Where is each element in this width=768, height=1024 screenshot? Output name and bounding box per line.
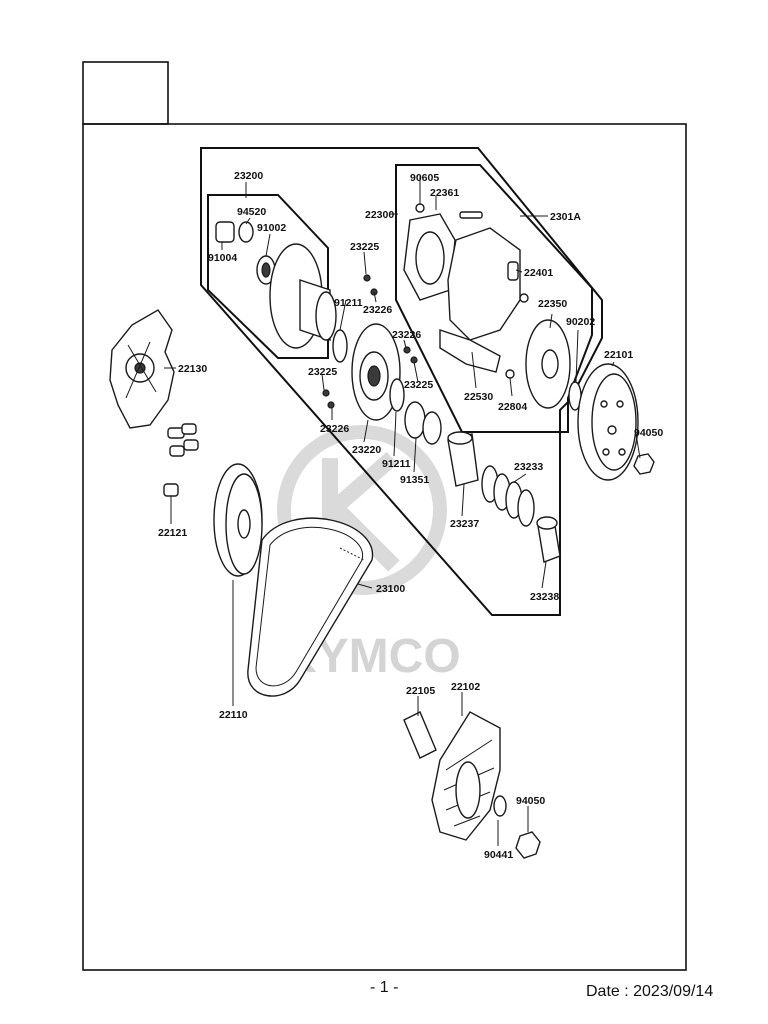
part-94050-lower-nut-drawing: [515, 831, 541, 859]
label-22350: 22350: [538, 298, 567, 310]
part-22102-fan-drawing: [431, 711, 501, 841]
label-90202: 90202: [566, 316, 595, 328]
label-23220: 23220: [352, 444, 381, 456]
label-23238: 23238: [530, 591, 559, 603]
leader-lines: [164, 176, 641, 846]
label-22401: 22401: [524, 267, 553, 279]
label-23200: 23200: [234, 170, 263, 182]
part-23220-drawing: [351, 323, 401, 421]
label-23225-a: 23225: [350, 241, 379, 253]
part-23238-drawing: [536, 516, 561, 563]
label-22804: 22804: [498, 401, 527, 413]
label-91351: 91351: [400, 474, 429, 486]
part-22130-drawing: [109, 309, 175, 429]
label-23233: 23233: [514, 461, 543, 473]
part-22105-drawing: [403, 711, 437, 759]
label-91211-a: 91211: [334, 297, 363, 309]
part-23237-drawing: [447, 431, 479, 487]
label-22530: 22530: [464, 391, 493, 403]
label-94050-a: 94050: [634, 427, 663, 439]
label-23100: 23100: [376, 583, 405, 595]
label-91002: 91002: [257, 222, 286, 234]
part-23233-spring-drawing: [481, 465, 535, 527]
label-22130: 22130: [178, 363, 207, 375]
label-91211-b: 91211: [382, 458, 411, 470]
part-23100-belt-drawing: [247, 517, 373, 697]
label-94050-b: 94050: [516, 795, 545, 807]
label-2301A: 2301A: [550, 211, 581, 223]
page-number: - 1 -: [370, 979, 398, 996]
label-23237: 23237: [450, 518, 479, 530]
label-22110: 22110: [219, 709, 248, 721]
part-22350-drawing: [525, 319, 571, 409]
label-23225-c: 23225: [308, 366, 337, 378]
part-22110-drawing: [213, 463, 263, 577]
label-23226-c: 23226: [320, 423, 349, 435]
label-22361: 22361: [430, 187, 459, 199]
clutch-assembly-drawing: [403, 203, 529, 379]
label-23225-b: 23225: [404, 379, 433, 391]
label-90441: 90441: [484, 849, 513, 861]
seals-drawing: [389, 378, 442, 445]
part-22101-drawing: [577, 363, 639, 481]
label-94520: 94520: [237, 206, 266, 218]
small-parts-drawing: [322, 274, 418, 409]
part-22121-drawing: [163, 423, 199, 497]
label-23226-b: 23226: [392, 329, 421, 341]
label-22121: 22121: [158, 527, 187, 539]
date-stamp: Date : 2023/09/14: [586, 983, 713, 1000]
group-outline-23200: [207, 194, 329, 359]
label-23226-a: 23226: [363, 304, 392, 316]
label-22101: 22101: [604, 349, 633, 361]
label-91004: 91004: [208, 252, 237, 264]
label-90605: 90605: [410, 172, 439, 184]
label-22105: 22105: [406, 685, 435, 697]
label-22102: 22102: [451, 681, 480, 693]
title-box: [82, 61, 169, 125]
part-90441-drawing: [493, 795, 507, 817]
label-22300: 22300: [365, 209, 394, 221]
part-23200-drawing: [215, 221, 337, 349]
group-outline-2301A: [395, 164, 593, 433]
diagram-frame: [82, 123, 687, 971]
group-outline-variator: [200, 147, 603, 616]
part-94050-nut-drawing: [633, 453, 655, 475]
